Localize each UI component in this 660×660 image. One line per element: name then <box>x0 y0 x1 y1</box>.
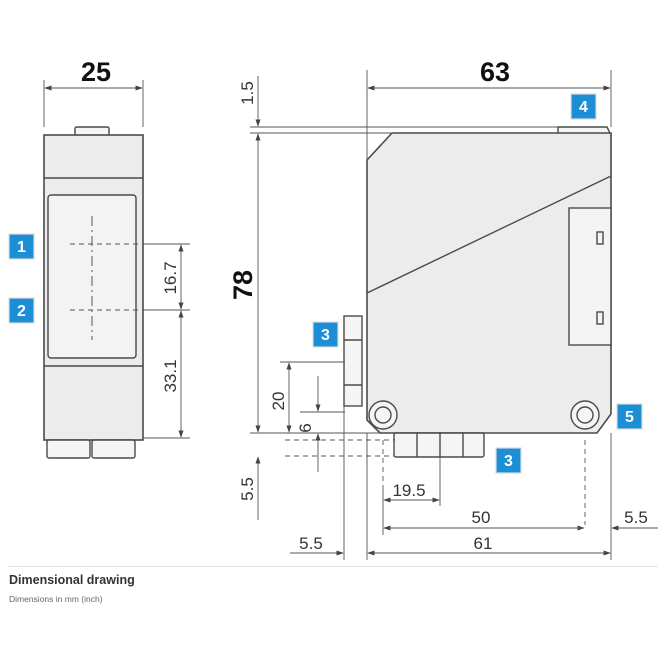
dim-height: 78 <box>228 270 258 300</box>
dim-base-offset: 5.5 <box>238 477 257 501</box>
caption-subtitle: Dimensions in mm (inch) <box>9 594 103 604</box>
dim-connector-offset: 19.5 <box>392 481 425 500</box>
front-view <box>43 80 190 459</box>
side-view <box>250 70 658 560</box>
dim-base-length: 61 <box>474 534 493 553</box>
badge-3-bracket: 3 <box>312 321 339 348</box>
dim-top-step: 1.5 <box>238 81 257 105</box>
badge-1-label: 1 <box>17 239 26 256</box>
badge-4-label: 4 <box>579 99 588 116</box>
dim-left-offset: 5.5 <box>299 534 323 553</box>
badge-2: 2 <box>8 297 35 324</box>
dim-side-width: 63 <box>480 57 510 87</box>
badge-5-label: 5 <box>625 409 634 426</box>
dim-mount-6: 6 <box>296 423 315 432</box>
dim-right-offset: 5.5 <box>624 508 648 527</box>
badge-4: 4 <box>570 93 597 120</box>
badge-2-label: 2 <box>17 303 26 320</box>
badge-5: 5 <box>616 403 643 430</box>
dim-front-width: 25 <box>81 57 111 87</box>
badge-3-connector: 3 <box>495 447 522 474</box>
badge-3-bracket-label: 3 <box>321 327 330 344</box>
caption-title: Dimensional drawing <box>9 573 135 587</box>
dimensional-drawing: 25 16.7 33.1 1 2 <box>8 57 658 560</box>
dim-axis-to-base: 33.1 <box>161 359 180 392</box>
dim-optical-axis-gap: 16.7 <box>161 261 180 294</box>
caption-divider <box>8 566 658 567</box>
dim-hole-spacing: 50 <box>472 508 491 527</box>
badge-3-connector-label: 3 <box>504 453 513 470</box>
badge-1: 1 <box>8 233 35 260</box>
dim-mount-20: 20 <box>269 392 288 411</box>
